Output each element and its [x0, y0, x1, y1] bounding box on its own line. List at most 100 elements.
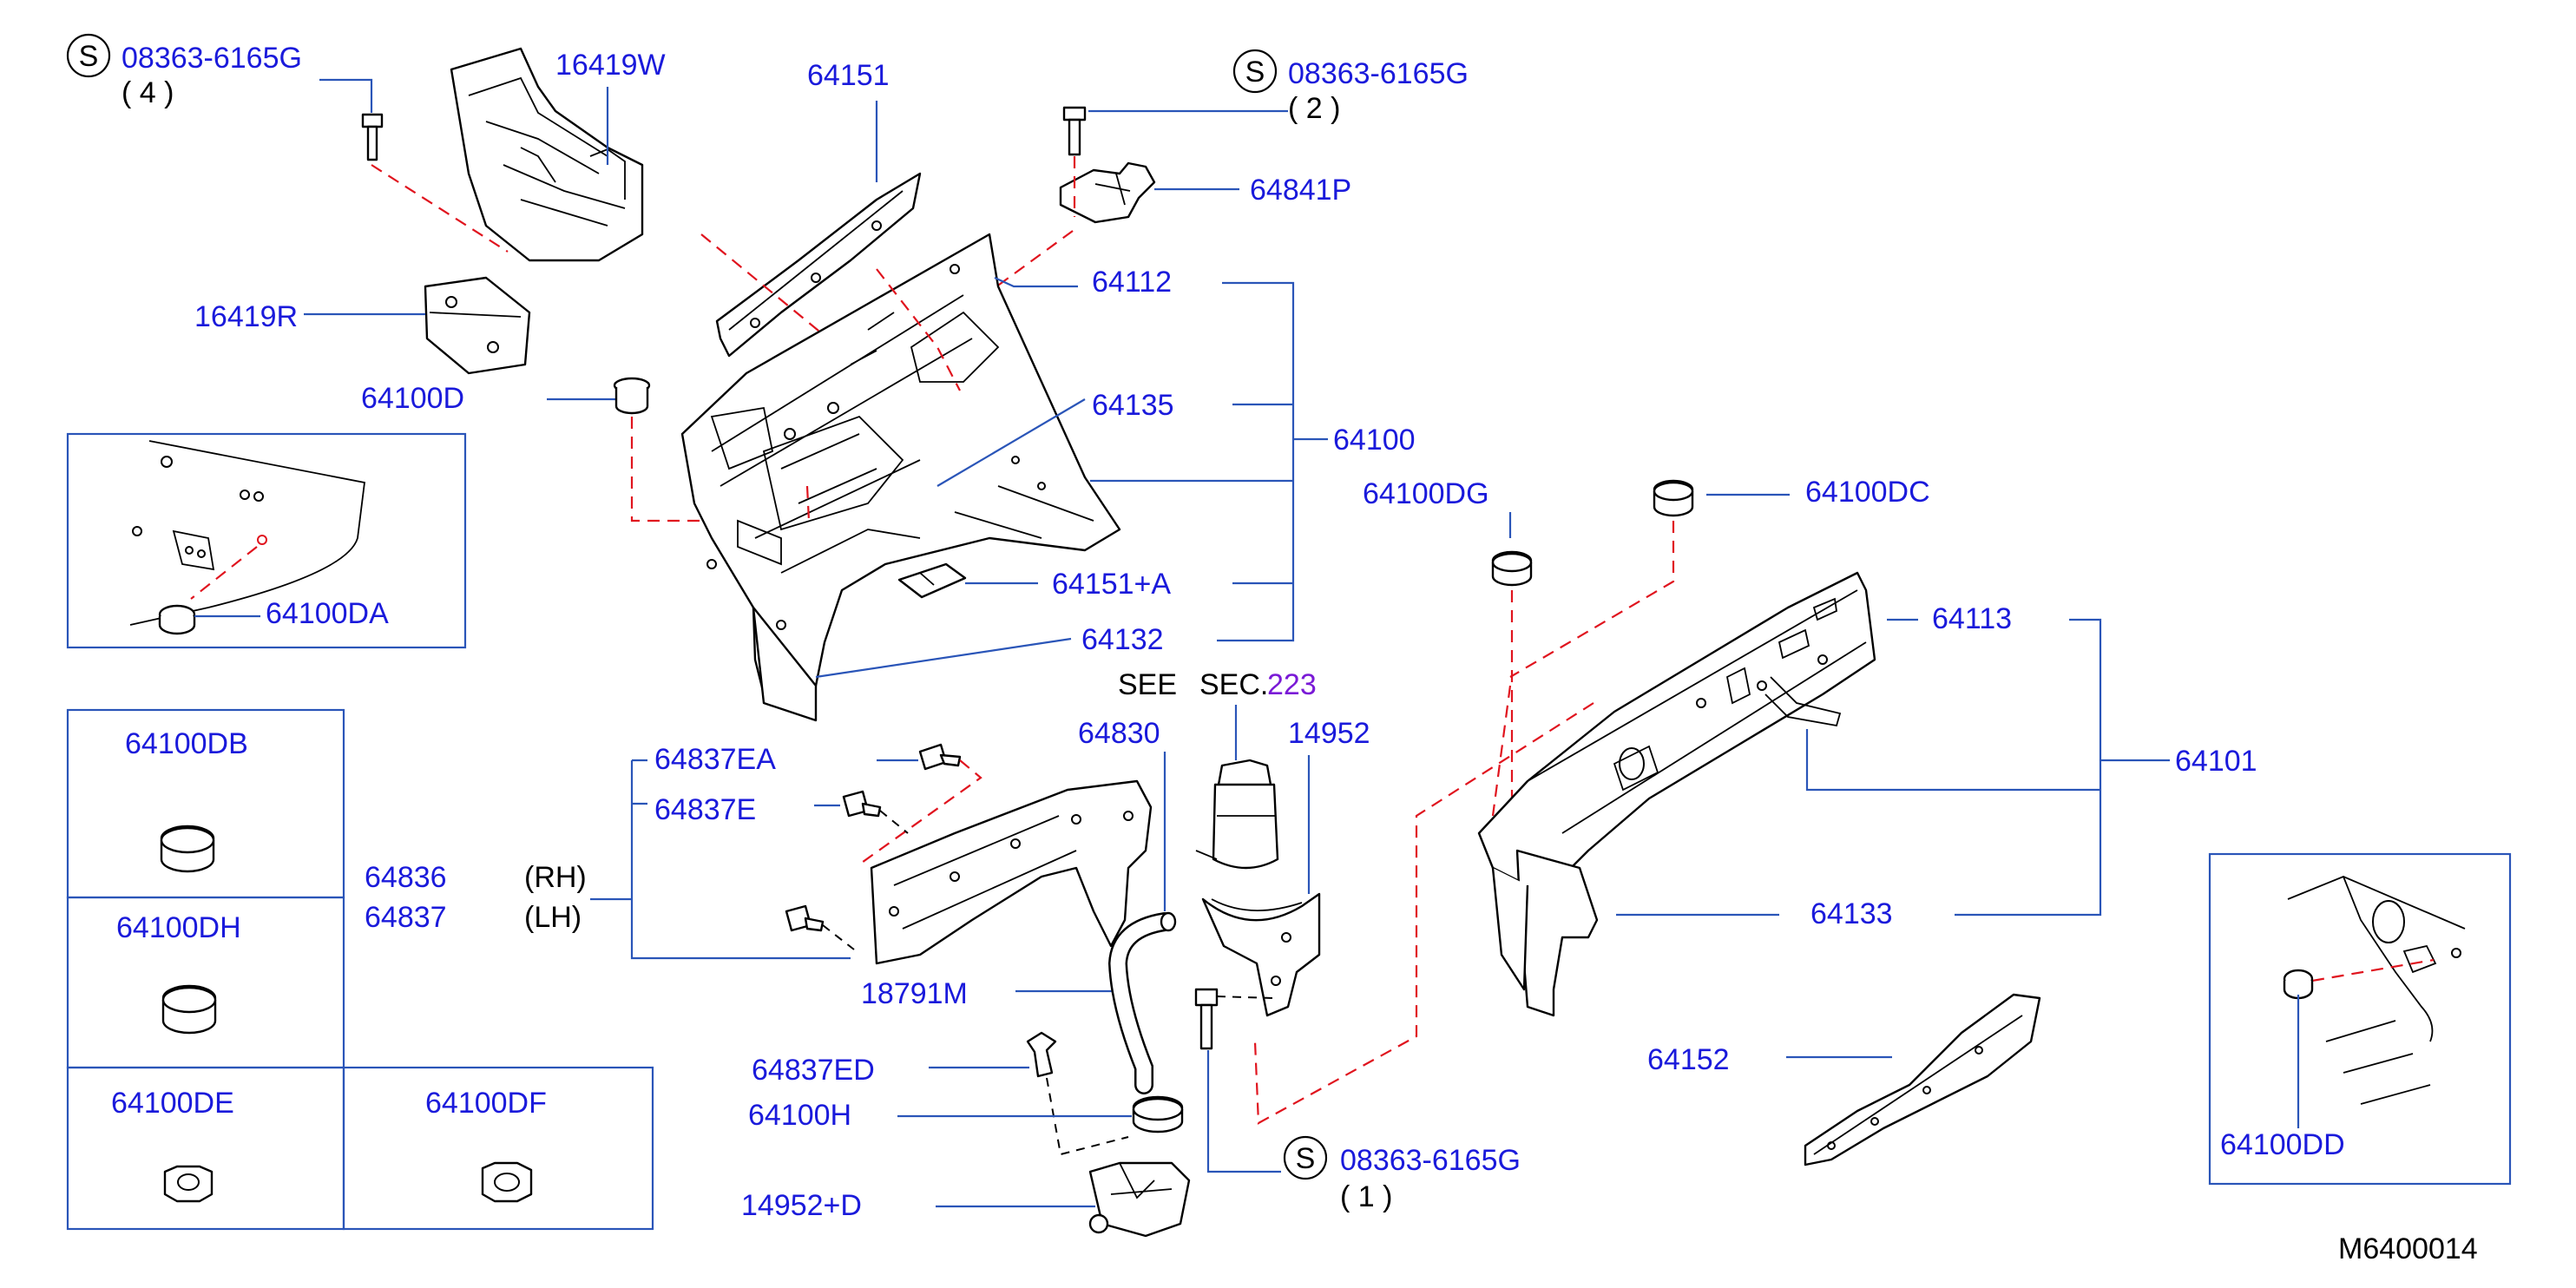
label-64837[interactable]: 64837	[365, 901, 447, 934]
bracket-16419w-icon	[450, 47, 644, 262]
dash-64100dc	[1253, 521, 1675, 1125]
bracket-64100	[1090, 281, 1328, 642]
label-64135[interactable]: 64135	[1092, 389, 1174, 422]
dash-64837e	[879, 810, 909, 834]
label-sec-number[interactable]: 223	[1267, 668, 1317, 701]
leader-64132	[815, 637, 1072, 679]
plug-64100dh-icon	[161, 984, 217, 1035]
label-16419w[interactable]: 16419W	[555, 49, 666, 82]
label-64100de[interactable]: 64100DE	[111, 1087, 234, 1120]
bolt-icon	[1062, 106, 1087, 156]
dash-64837ea	[858, 759, 982, 865]
screw-symbol-icon: S	[1232, 49, 1278, 94]
plug-64100da-icon	[158, 604, 196, 635]
plug-64100dd-icon	[2283, 969, 2314, 1000]
label-64100dh[interactable]: 64100DH	[116, 911, 241, 944]
label-64100dc[interactable]: 64100DC	[1805, 476, 1930, 509]
svg-text:S: S	[1245, 56, 1265, 89]
label-screw-4-qty: ( 4 )	[122, 76, 174, 109]
label-64113[interactable]: 64113	[1932, 602, 2012, 635]
label-64112[interactable]: 64112	[1092, 266, 1172, 299]
drain-14952d-icon	[1088, 1161, 1191, 1238]
detail-dd-panel-icon	[2287, 876, 2466, 1105]
figure-id: M6400014	[2338, 1232, 2478, 1265]
detail-holes-icon	[132, 456, 267, 571]
label-screw-4[interactable]: 08363-6165G	[122, 42, 302, 75]
label-64133[interactable]: 64133	[1810, 897, 1893, 930]
label-18791m[interactable]: 18791M	[861, 977, 968, 1010]
dash-panel-2	[805, 485, 811, 522]
grommet-64100d-icon	[613, 377, 651, 415]
grommet-64100h-icon	[1132, 1095, 1184, 1134]
bolt-icon	[1194, 988, 1219, 1050]
label-64100df[interactable]: 64100DF	[425, 1087, 547, 1120]
label-64830[interactable]: 64830	[1078, 717, 1160, 750]
label-64837e[interactable]: 64837E	[654, 793, 756, 826]
label-14952d[interactable]: 14952+D	[741, 1189, 862, 1222]
plug-64100db-icon	[160, 825, 215, 873]
leader-64135	[936, 398, 1086, 487]
label-64151a[interactable]: 64151+A	[1052, 568, 1171, 601]
screw-symbol-icon: S	[1283, 1135, 1328, 1180]
label-64132[interactable]: 64132	[1081, 623, 1164, 656]
clip-icon	[918, 743, 962, 771]
strip-64151-icon	[715, 172, 922, 358]
label-screw-2-qty: ( 2 )	[1288, 92, 1340, 125]
label-64837ea[interactable]: 64837EA	[654, 743, 776, 776]
grid-boxes	[66, 708, 654, 1231]
label-64100h[interactable]: 64100H	[748, 1099, 851, 1132]
member-64113-icon	[1477, 571, 1876, 1017]
rail-64152-icon	[1804, 993, 2041, 1166]
bracket-64151a-icon	[897, 562, 967, 599]
bracket-64841p-icon	[1059, 161, 1156, 224]
label-screw-2[interactable]: 08363-6165G	[1288, 57, 1469, 90]
grommet-64100df-icon	[481, 1161, 533, 1203]
screw-symbol-icon: S	[66, 33, 111, 78]
dash-screw-4	[371, 164, 509, 253]
detail-box-64100da	[66, 432, 467, 649]
label-screw-1-qty: ( 1 )	[1340, 1180, 1392, 1213]
bracket-64836	[590, 759, 851, 960]
label-screw-1[interactable]: 08363-6165G	[1340, 1144, 1521, 1177]
label-64100d[interactable]: 64100D	[361, 382, 464, 415]
detail-panel-outline	[129, 440, 365, 626]
svg-text:S: S	[1296, 1142, 1316, 1175]
panel-64112-icon	[680, 233, 1121, 722]
label-64100dd[interactable]: 64100DD	[2220, 1128, 2345, 1161]
label-rh: (RH)	[524, 861, 587, 894]
leader-screw-4	[319, 78, 373, 113]
grommet-64100dc-icon	[1653, 479, 1694, 517]
dash-64100da	[190, 546, 258, 600]
label-64100[interactable]: 64100	[1333, 424, 1416, 457]
label-see: SEE	[1118, 668, 1177, 701]
dash-panel	[876, 268, 961, 391]
label-sec: SEC.	[1199, 668, 1268, 701]
screw-symbol-text: S	[79, 40, 99, 73]
bracket-16419r-icon	[424, 276, 531, 375]
canister-14952-icon	[1195, 759, 1279, 870]
clip-icon	[785, 904, 825, 932]
label-64101[interactable]: 64101	[2175, 745, 2257, 778]
label-64100db[interactable]: 64100DB	[125, 727, 248, 760]
label-64836[interactable]: 64836	[365, 861, 447, 894]
canister-bracket-icon	[1201, 892, 1321, 1017]
leader-64112	[994, 276, 1078, 288]
clip-64837ed-icon	[1026, 1031, 1057, 1078]
label-lh: (LH)	[524, 901, 582, 934]
label-64837ed[interactable]: 64837ED	[752, 1054, 875, 1087]
label-64152[interactable]: 64152	[1647, 1043, 1730, 1076]
label-64100dg[interactable]: 64100DG	[1363, 477, 1489, 510]
label-16419r[interactable]: 16419R	[194, 300, 298, 333]
bracket-64101	[1805, 618, 2170, 917]
grommet-64100de-icon	[163, 1165, 214, 1203]
dash-64100dd	[2311, 958, 2435, 982]
bolt-icon	[361, 113, 384, 161]
label-64100da[interactable]: 64100DA	[266, 597, 389, 630]
bracket-64836-icon	[870, 779, 1153, 965]
dash-clip-lower	[822, 924, 855, 950]
clip-icon	[842, 790, 882, 818]
label-14952[interactable]: 14952	[1288, 717, 1370, 750]
label-64151[interactable]: 64151	[807, 59, 890, 92]
label-64841p[interactable]: 64841P	[1250, 174, 1351, 207]
